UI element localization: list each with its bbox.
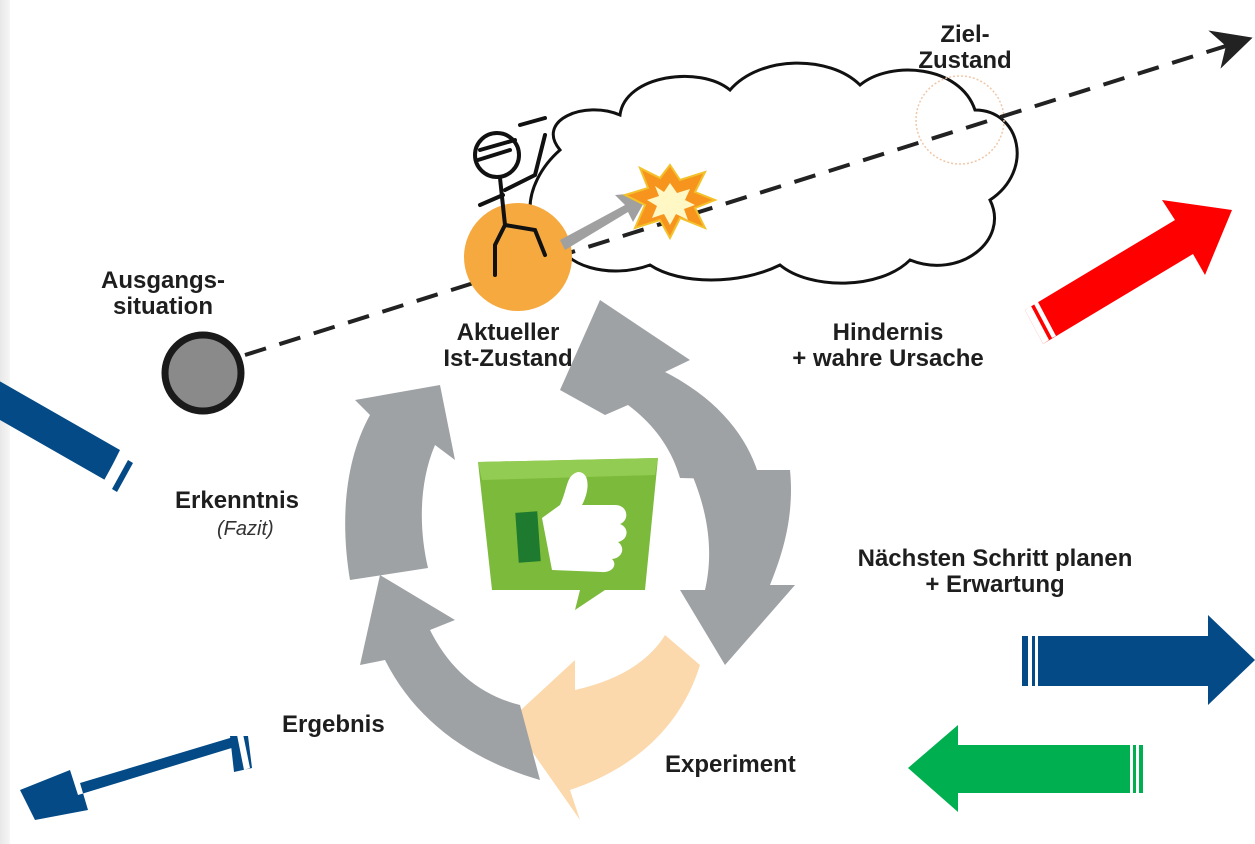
goal-state-label-line2: Zustand (918, 47, 1012, 74)
dashed-path-line (244, 30, 1253, 357)
next-step-label-line2: + Erwartung (925, 571, 1065, 598)
insight-note: (Fazit) (217, 518, 274, 540)
cycle-arrow-experiment (510, 635, 700, 820)
initial-situation-circle (161, 331, 245, 415)
cycle-arrow-left (345, 385, 455, 580)
obstacle-label-line2: + wahre Ursache (792, 345, 984, 372)
obstacle-label-line1: Hindernis (832, 319, 944, 346)
current-state-label-line2: Ist-Zustand (443, 345, 573, 372)
result-label: Ergebnis (282, 711, 385, 738)
goal-state-marker (915, 75, 1005, 165)
starburst-icon (622, 163, 718, 241)
blue-arrow-left-top-icon (0, 381, 133, 492)
cycle-arrows (345, 300, 795, 820)
obstacle-label: Hindernis + wahre Ursache (743, 320, 1033, 372)
current-state-label-line1: Aktueller (456, 319, 560, 346)
next-step-label: Nächsten Schritt planen + Erwartung (795, 546, 1195, 598)
experiment-label: Experiment (665, 751, 796, 778)
goal-state-label: Ziel- Zustand (905, 22, 1025, 74)
cloud-icon (528, 61, 1019, 285)
goal-state-label-line1: Ziel- (940, 21, 990, 48)
blue-arrow-right-icon (1022, 615, 1255, 705)
gray-direction-arrow (560, 192, 650, 250)
initial-situation-label-line2: situation (113, 293, 213, 320)
green-arrow-icon (908, 725, 1143, 812)
insight-label: Erkenntnis (175, 487, 300, 514)
climber-figure-icon (473, 116, 547, 277)
cycle-arrow-top-right (560, 300, 760, 480)
current-state-circle (464, 203, 572, 311)
red-arrow-icon (1025, 200, 1232, 344)
next-step-label-line1: Nächsten Schritt planen (857, 545, 1133, 572)
initial-situation-label: Ausgangs- situation (68, 268, 258, 320)
current-state-label: Aktueller Ist-Zustand (408, 320, 608, 372)
cycle-arrow-right (680, 470, 795, 665)
initial-situation-label-line1: Ausgangs- (100, 267, 225, 294)
blue-arrow-bottom-left-icon (20, 729, 252, 820)
cycle-arrow-bottom-left (360, 575, 540, 780)
thumbs-up-icon (478, 458, 658, 610)
